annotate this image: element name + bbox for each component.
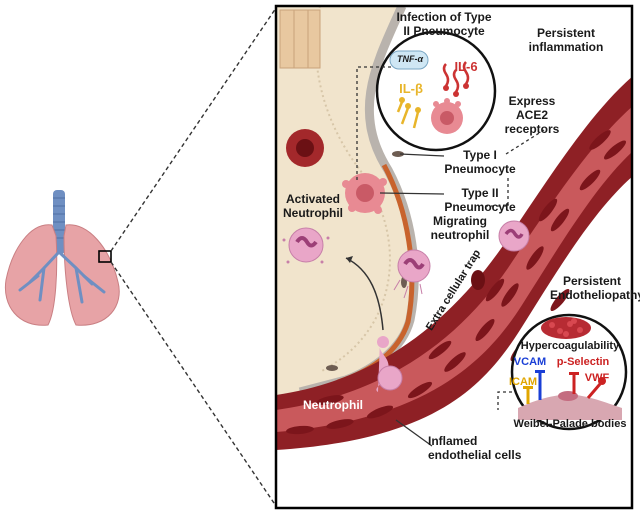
express-line3: receptors bbox=[504, 122, 560, 136]
activated-line1: Activated bbox=[285, 192, 341, 206]
persistent-endo-line2: Endotheliopathy bbox=[550, 288, 640, 302]
hypercoagulability-label: Hypercoagulability bbox=[520, 340, 620, 352]
type-ii-line1: Type II bbox=[461, 186, 499, 200]
icam-label: ICAM bbox=[508, 376, 538, 388]
alveolus-lumen bbox=[276, 6, 415, 395]
persistent-inflammation-label: Persistent inflammation bbox=[516, 26, 616, 54]
type-ii-pneumocyte-cell bbox=[342, 173, 387, 214]
persistent-endotheliopathy-label: Persistent Endotheliopathy bbox=[550, 274, 640, 302]
zoom-line-bottom bbox=[110, 261, 277, 507]
persistent-endo-line1: Persistent bbox=[562, 274, 622, 288]
express-ace2-label: Express ACE2 receptors bbox=[502, 94, 562, 136]
activated-neutrophil-cell bbox=[282, 227, 330, 264]
express-line2: ACE2 bbox=[515, 108, 548, 122]
p-selectin-label: p-Selectin bbox=[556, 356, 610, 368]
weibel-palade-label: Weibel-Palade bodies bbox=[513, 418, 627, 430]
activated-line2: Neutrophil bbox=[283, 206, 343, 220]
type-i-line2: Pneumocyte bbox=[444, 162, 516, 176]
inflamed-endothelial-label: Inflamed endothelial cells bbox=[428, 434, 558, 462]
express-line1: Express bbox=[508, 94, 556, 108]
infection-title-line1: Infection of Type bbox=[396, 10, 492, 24]
migrating-line2: neutrophil bbox=[430, 228, 490, 242]
activated-neutrophil-label: Activated Neutrophil bbox=[278, 192, 348, 220]
persistent-inflammation-line1: Persistent bbox=[536, 26, 596, 40]
migrating-line1: Migrating bbox=[433, 214, 487, 228]
inflamed-line2: endothelial cells bbox=[428, 448, 522, 462]
type-ii-label: Type II Pneumocyte bbox=[440, 186, 520, 214]
persistent-inflammation-line2: inflammation bbox=[528, 40, 604, 54]
endothelial-cells bbox=[286, 130, 627, 435]
leader-lines bbox=[356, 66, 545, 410]
extravasating-neutrophil-cell bbox=[376, 336, 403, 392]
infection-title-line2: II Pneumocyte bbox=[403, 24, 485, 38]
type-ii-line2: Pneumocyte bbox=[444, 200, 516, 214]
infection-inset bbox=[375, 30, 497, 152]
zoom-box bbox=[98, 250, 112, 263]
endotheliopathy-inset bbox=[510, 313, 628, 431]
migration-arrow bbox=[345, 257, 384, 331]
tnf-badge bbox=[389, 50, 429, 70]
zoom-panel-border bbox=[274, 4, 634, 510]
infection-title: Infection of Type II Pneumocyte bbox=[384, 10, 504, 38]
migrating-neutrophil-cell bbox=[397, 249, 431, 283]
intravascular-neutrophil-cell bbox=[498, 220, 530, 252]
alveolar-cell bbox=[286, 129, 324, 167]
vcam-label: VCAM bbox=[513, 356, 547, 368]
vwf-label: VWF bbox=[584, 372, 610, 384]
zoom-line-top bbox=[110, 7, 277, 252]
migrating-neutrophil-label: Migrating neutrophil bbox=[420, 214, 500, 242]
il1b-label: IL-β bbox=[399, 81, 423, 96]
type-i-line1: Type I bbox=[463, 148, 497, 162]
il6-label: IL-6 bbox=[454, 59, 478, 74]
type-i-label: Type I Pneumocyte bbox=[440, 148, 520, 176]
lungs-icon bbox=[4, 190, 120, 326]
inflamed-line1: Inflamed bbox=[428, 434, 478, 448]
neutrophil-label: Neutrophil bbox=[303, 398, 363, 412]
red-blood-clot bbox=[471, 270, 485, 290]
tnf-label: TNF-α bbox=[396, 54, 424, 64]
